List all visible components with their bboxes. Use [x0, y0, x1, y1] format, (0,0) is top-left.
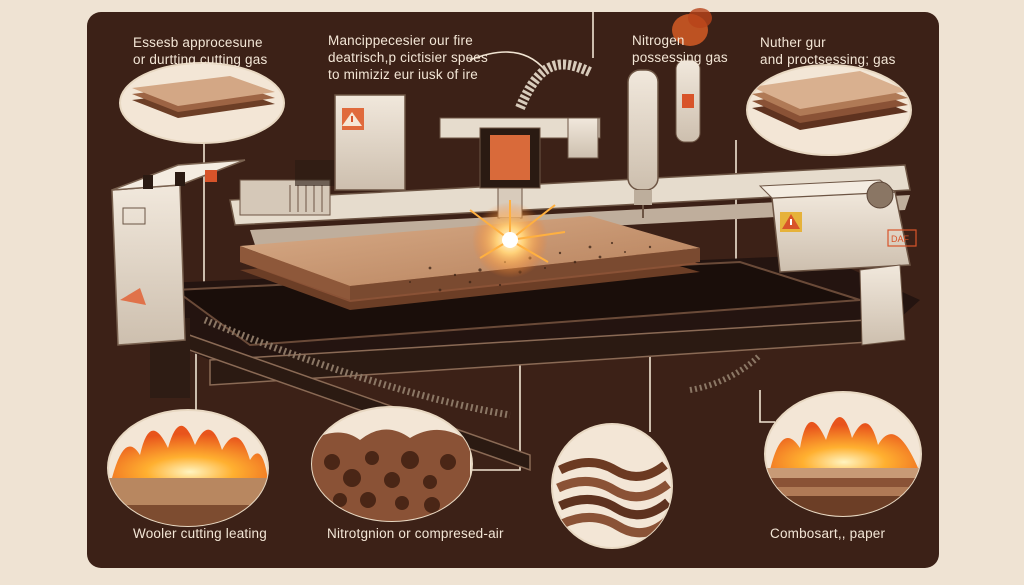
right-housing: DAF	[758, 179, 917, 346]
inset-bottom-center	[311, 406, 473, 522]
caption-line: deatrisch,p cictisier spees	[328, 50, 488, 65]
caption-bottom-right: Combosart,, paper	[770, 526, 886, 541]
inset-top-right	[746, 64, 912, 156]
inset-bottom-center-right	[551, 423, 673, 549]
gas-cylinders	[627, 8, 712, 218]
machine-label: DAF	[891, 234, 910, 244]
caption-top-center: Mancippecesier our fire deatrisch,p cict…	[328, 32, 488, 83]
inset-bottom-left	[107, 409, 269, 527]
caption-line: or durtting cutting gas	[133, 52, 268, 67]
caption-line: Mancippecesier our fire	[328, 33, 473, 48]
caption-bottom-center: Nitrotgnion or compresed-air	[327, 526, 504, 541]
caption-line: to mimiziz eur iusk of ire	[328, 67, 478, 82]
caption-line: Nuther gur	[760, 35, 826, 50]
inset-top-left	[119, 62, 285, 144]
caption-bottom-left: Wooler cutting leating	[133, 526, 267, 541]
caption-line: Essesb approcesune	[133, 35, 263, 50]
control-console	[111, 159, 246, 346]
caption-top-nitrogen: Nitrogen possessing gas	[632, 32, 728, 66]
caption-top-right: Nuther gur and proctsessing; gas	[760, 34, 896, 68]
inset-bottom-right	[764, 391, 922, 517]
warning-icon	[782, 214, 800, 229]
caption-line: Nitrogen	[632, 33, 685, 48]
warning-icon	[342, 112, 362, 126]
laser-spark	[469, 200, 566, 278]
caption-line: and proctsessing; gas	[760, 52, 896, 67]
caption-top-left: Essesb approcesune or durtting cutting g…	[133, 34, 267, 68]
wood-sheet-stack	[240, 216, 700, 310]
caption-line: possessing gas	[632, 50, 728, 65]
laser-head	[439, 59, 601, 236]
